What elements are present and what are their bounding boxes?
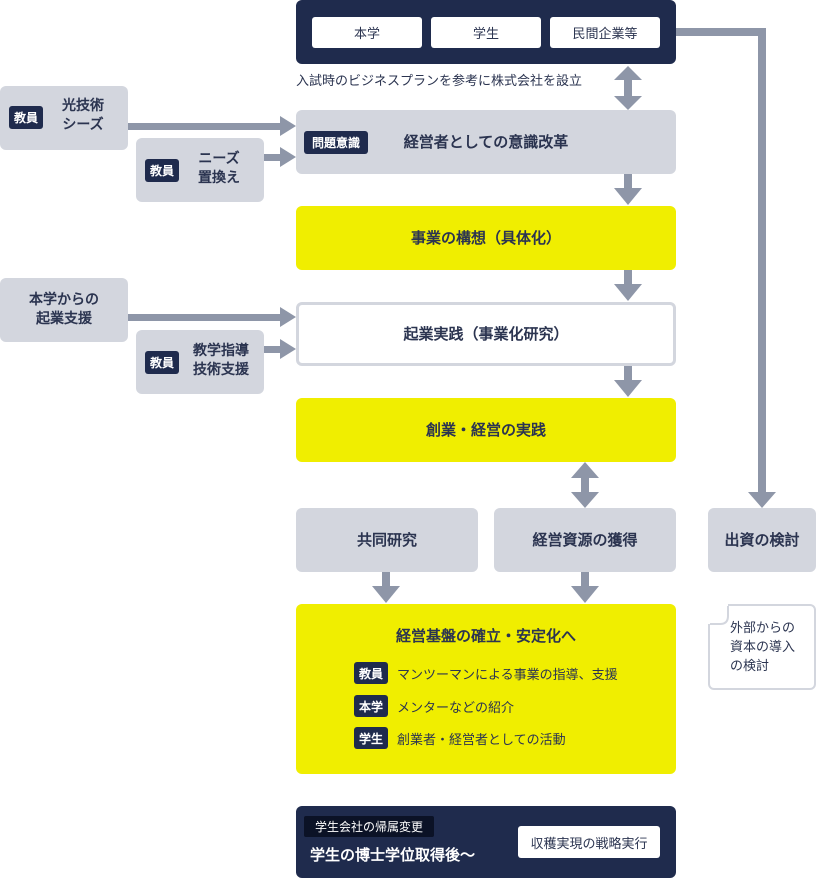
folded-corner-icon: [708, 604, 729, 625]
foundation-item: 学生 創業者・経営者としての活動: [354, 727, 664, 749]
founding-management-box: 創業・経営の実践: [296, 398, 676, 462]
foundation-item: 教員 マンツーマンによる事業の指導、支援: [354, 662, 664, 684]
seeds-label: 光技術 シーズ: [62, 98, 104, 133]
faculty-tag: 教員: [145, 351, 179, 374]
arrow-top-to-investment: [676, 28, 776, 508]
entity-students: 学生: [431, 17, 541, 48]
company-founding-caption: 入試時のビジネスプランを参考に株式会社を設立: [296, 74, 583, 89]
business-concept-box: 事業の構想（具体化）: [296, 206, 676, 270]
arrow-support-to-practice: [128, 307, 296, 327]
entity-private-companies: 民間企業等: [550, 17, 660, 48]
arrow-guidance-to-practice: [264, 339, 296, 359]
arrow-seeds-to-awareness: [128, 116, 296, 136]
arrow-top-to-awareness: [614, 66, 642, 110]
management-label: 創業・経営の実践: [425, 420, 546, 439]
faculty-needs-box: 教員 ニーズ 置換え: [136, 138, 264, 202]
faculty-optical-seeds-box: 教員 光技術 シーズ: [0, 86, 128, 150]
ownership-change-tag: 学生会社の帰属変更: [304, 816, 434, 837]
practice-label: 起業実践（事業化研究）: [403, 324, 569, 343]
problem-awareness-tag: 問題意識: [304, 131, 368, 154]
foundation-title: 経営基盤の確立・安定化へ: [395, 627, 576, 645]
startup-practice-box: 起業実践（事業化研究）: [296, 302, 676, 366]
student-tag: 学生: [354, 727, 388, 749]
final-stage-box: 学生会社の帰属変更 学生の博士学位取得後〜 収穫実現の戦略実行: [296, 806, 676, 878]
harvest-strategy-button: 収穫実現の戦略実行: [518, 826, 660, 858]
needs-label: ニーズ 置換え: [198, 151, 240, 186]
investment-review-box: 出資の検討: [708, 508, 816, 572]
faculty-tag: 教員: [9, 106, 43, 129]
foundation-item-text: メンターなどの紹介: [397, 701, 515, 716]
entity-university: 本学: [312, 17, 422, 48]
foundation-item-text: マンツーマンによる事業の指導、支援: [397, 668, 618, 683]
joint-research-box: 共同研究: [296, 508, 478, 572]
faculty-guidance-box: 教員 教学指導 技術支援: [136, 330, 264, 394]
note-text: 外部からの 資本の導入 の検討: [730, 621, 796, 674]
arrow-resources-to-foundation: [571, 572, 599, 603]
awareness-reform-box: 問題意識 経営者としての意識改革: [296, 110, 676, 174]
investment-label: 出資の検討: [724, 530, 800, 549]
arrow-awareness-to-concept: [614, 174, 642, 205]
concept-label: 事業の構想（具体化）: [410, 228, 561, 247]
foundation-item-text: 創業者・経営者としての活動: [397, 733, 566, 748]
university-support-box: 本学からの 起業支援: [0, 278, 128, 342]
arrow-management-to-resources: [571, 462, 599, 508]
faculty-tag: 教員: [354, 662, 388, 684]
arrow-concept-to-practice: [614, 270, 642, 301]
foundation-item: 本学 メンターなどの紹介: [354, 695, 664, 717]
arrow-practice-to-management: [614, 366, 642, 397]
arrow-needs-to-awareness: [264, 147, 296, 167]
support-label: 本学からの 起業支援: [29, 292, 99, 327]
joint-research-label: 共同研究: [356, 530, 417, 549]
guidance-label: 教学指導 技術支援: [193, 343, 249, 378]
faculty-tag: 教員: [145, 159, 179, 182]
top-entities-bar: 本学 学生 民間企業等: [296, 0, 676, 64]
resources-label: 経営資源の獲得: [532, 530, 638, 549]
doctorate-label: 学生の博士学位取得後〜: [310, 846, 476, 864]
external-capital-note: 外部からの 資本の導入 の検討: [708, 604, 816, 690]
university-tag: 本学: [354, 695, 388, 717]
foundation-stabilization-box: 経営基盤の確立・安定化へ 教員 マンツーマンによる事業の指導、支援 本学 メンタ…: [296, 604, 676, 774]
resource-acquisition-box: 経営資源の獲得: [494, 508, 676, 572]
arrow-joint-to-foundation: [372, 572, 400, 603]
awareness-label: 経営者としての意識改革: [403, 133, 569, 151]
